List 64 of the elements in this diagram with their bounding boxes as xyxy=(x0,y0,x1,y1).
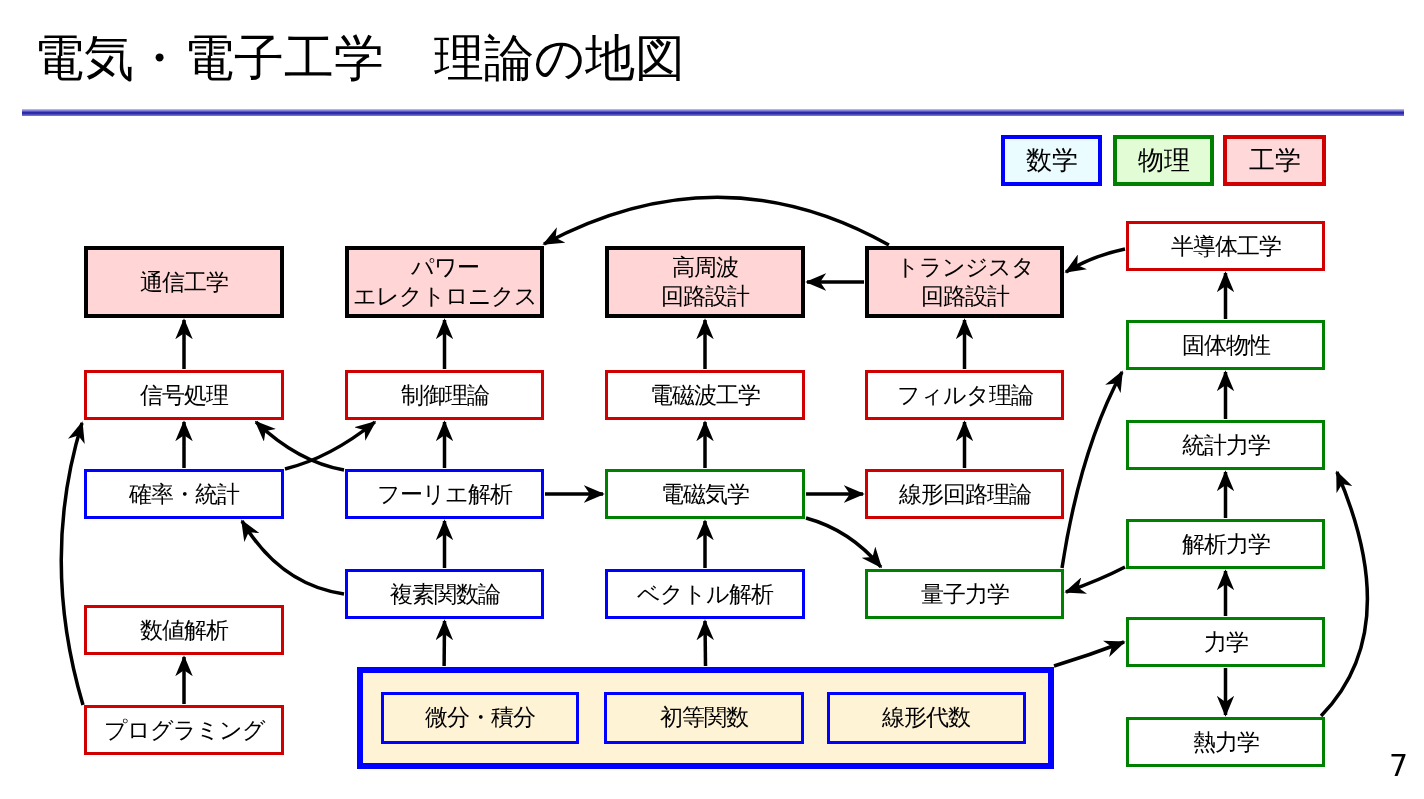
topic-box: 線形代数 xyxy=(826,691,1026,744)
arrow xyxy=(696,318,714,369)
topic-box: トランジスタ回路設計 xyxy=(865,246,1064,318)
group-box xyxy=(357,667,1054,769)
arrow xyxy=(955,420,974,468)
topic-box: 熱力学 xyxy=(1126,717,1325,767)
arrow xyxy=(542,195,890,247)
topic-box: プログラミング xyxy=(84,705,284,755)
arrow xyxy=(1064,247,1126,274)
arrow xyxy=(696,420,714,468)
arrow xyxy=(805,516,883,569)
topic-box: 半導体工学 xyxy=(1126,221,1325,271)
topic-box: 解析力学 xyxy=(1126,519,1325,569)
arrow xyxy=(545,485,605,503)
topic-box: 統計力学 xyxy=(1126,420,1325,470)
topic-box: 固体物性 xyxy=(1126,320,1325,370)
arrow xyxy=(1053,640,1126,668)
topic-box: 高周波回路設計 xyxy=(605,246,805,318)
arrow xyxy=(1319,470,1369,718)
topic-box: 数値解析 xyxy=(84,605,284,655)
arrow xyxy=(175,318,193,369)
arrow xyxy=(1216,470,1235,518)
topic-box: 確率・統計 xyxy=(84,469,284,519)
legend-key: 物理 xyxy=(1113,135,1214,186)
topic-box: 電磁波工学 xyxy=(605,370,805,420)
topic-box: 電磁気学 xyxy=(605,469,805,519)
topic-box: 力学 xyxy=(1126,617,1325,667)
topic-box: パワーエレクトロニクス xyxy=(345,246,544,318)
arrow xyxy=(1216,271,1235,319)
arrow xyxy=(1064,565,1126,594)
topic-box: ベクトル解析 xyxy=(605,569,805,619)
topic-box: 線形回路理論 xyxy=(865,469,1064,519)
arrow xyxy=(806,485,865,503)
topic-box: 信号処理 xyxy=(84,370,284,420)
arrow xyxy=(696,619,714,666)
topic-box: フィルタ理論 xyxy=(865,370,1064,420)
arrow xyxy=(240,519,345,596)
arrow xyxy=(435,420,454,468)
arrow xyxy=(435,318,454,369)
page-number: 7 xyxy=(1388,748,1408,784)
topic-box: 制御理論 xyxy=(345,370,544,420)
arrow xyxy=(1216,668,1235,717)
arrow xyxy=(696,519,714,568)
arrow xyxy=(1060,370,1124,569)
topic-box: 微分・積分 xyxy=(380,691,579,744)
arrow xyxy=(284,420,377,471)
title: 電気・電子工学 理論の地図 xyxy=(34,28,685,89)
arrow xyxy=(59,421,86,706)
arrow xyxy=(254,420,345,472)
legend-key: 工学 xyxy=(1223,135,1326,186)
arrow xyxy=(1216,370,1235,419)
arrow xyxy=(955,318,974,369)
arrow xyxy=(805,273,864,291)
topic-box: 通信工学 xyxy=(84,246,284,318)
topic-box: 複素関数論 xyxy=(345,569,544,619)
topic-box: 量子力学 xyxy=(865,569,1064,619)
arrow xyxy=(1216,569,1235,616)
topic-box: フーリエ解析 xyxy=(345,469,544,519)
arrow xyxy=(175,420,193,468)
arrow xyxy=(435,619,454,666)
topic-box: 初等関数 xyxy=(603,691,804,744)
arrow xyxy=(175,655,193,704)
legend-key: 数学 xyxy=(1001,135,1102,186)
arrow xyxy=(435,519,454,568)
